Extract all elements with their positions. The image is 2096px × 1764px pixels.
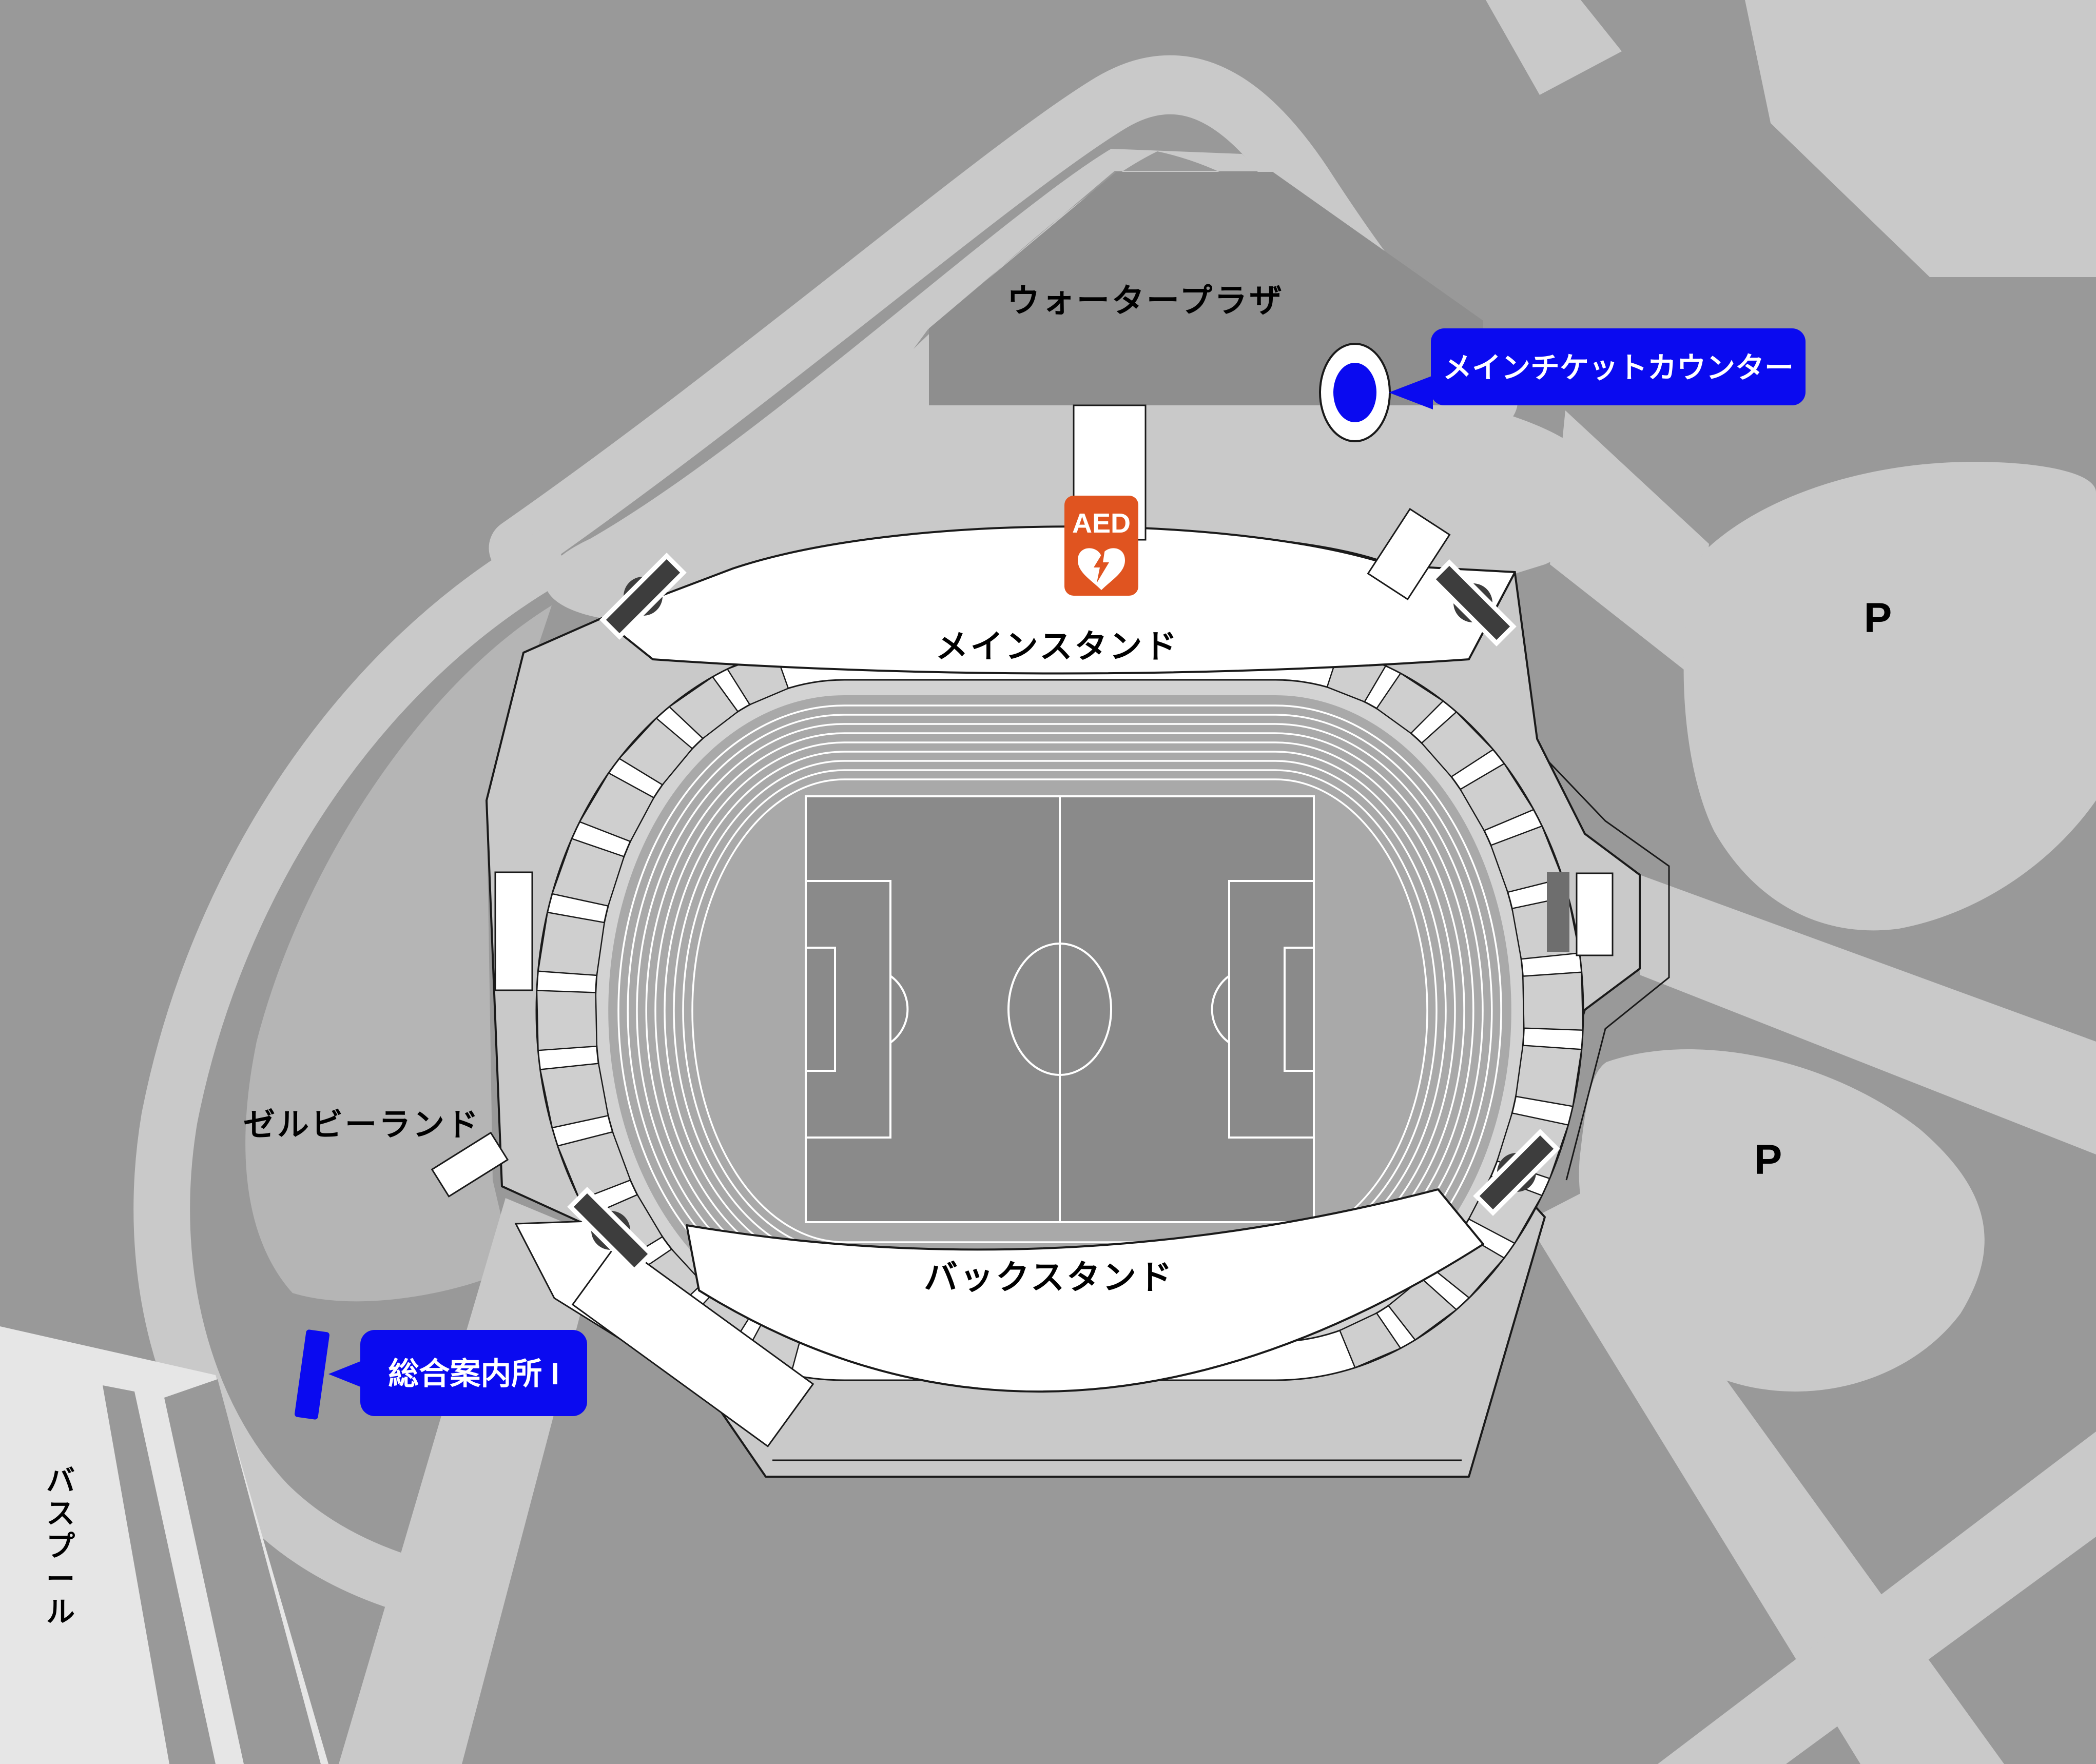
west-kiosk	[494, 871, 533, 991]
gate-bar	[1429, 559, 1517, 646]
seating-block	[1421, 711, 1495, 778]
zelvia-ring-road	[133, 526, 573, 1613]
back-stand-label: バックスタンド	[924, 1258, 1174, 1296]
east-gate-building	[1576, 872, 1614, 956]
main-stand-label: メインスタンド	[936, 628, 1179, 665]
buildings	[431, 404, 1614, 1447]
gate-bar	[1473, 1129, 1560, 1216]
seating-block	[1522, 971, 1584, 1031]
goal-area-left	[805, 947, 836, 1072]
seating-block	[1459, 762, 1535, 832]
ticket-counter-callout[interactable]: メインチケットカウンター	[1319, 328, 1806, 442]
north-east-corner-lot	[1745, 0, 2096, 277]
north-notch-lot	[1486, 0, 1622, 95]
seating-block	[556, 1131, 631, 1201]
gate-icon-southeast	[1473, 1129, 1560, 1216]
penalty-arc-left	[889, 975, 909, 1044]
ticket-plaza-kiosk	[1367, 507, 1451, 601]
ticket-counter-badge	[1431, 328, 1806, 405]
soccer-field	[805, 795, 1315, 1223]
aed-label: AED	[1072, 508, 1131, 539]
gate-icon-northwest	[599, 553, 687, 640]
seating-block	[551, 837, 625, 907]
bottomright-road	[1658, 1432, 2096, 1764]
seating-block	[618, 717, 693, 786]
northeast-road	[1550, 410, 1709, 677]
center-circle	[1007, 943, 1112, 1076]
goal-area-right	[1284, 947, 1315, 1072]
info-center-marker	[295, 1329, 329, 1420]
east-outer-road-line	[1548, 761, 1670, 1181]
parking-lot-north	[1683, 461, 2096, 931]
info-center-label: 総合案内所 I	[388, 1357, 559, 1391]
parking-label-north: P	[1864, 595, 1892, 641]
bus-lane-stripe-2	[164, 1379, 321, 1764]
seating-block	[537, 911, 606, 976]
bus-pool-label: バスプール	[46, 1464, 75, 1628]
aed-icon[interactable]: AED	[1064, 496, 1138, 596]
water-plaza-label: ウォータープラザ	[1007, 282, 1284, 319]
aed-heart-icon	[1078, 548, 1125, 590]
southwest-long-building	[571, 1241, 814, 1447]
info-center-badge	[360, 1330, 587, 1416]
seating-block	[1338, 1312, 1402, 1369]
gate-bar	[567, 1187, 654, 1274]
seating-block	[536, 990, 598, 1051]
gate-icon-northeast	[1429, 559, 1517, 646]
zelvia-land-area	[245, 605, 552, 1302]
penalty-arc-right	[1211, 975, 1230, 1044]
main-stand-shape	[600, 525, 1516, 675]
east-road	[1640, 875, 2096, 1154]
bus-lane-stripe-1	[103, 1385, 216, 1764]
parking-lot-south	[1579, 1049, 1985, 1392]
ticket-counter-pointer	[1389, 376, 1433, 409]
seating-block	[1490, 825, 1564, 893]
info-center-pointer	[328, 1360, 364, 1388]
ticket-counter-marker-dot	[1333, 363, 1376, 422]
seating-block	[668, 676, 739, 739]
seating-block	[1387, 1278, 1458, 1341]
northwest-of-sw-kiosk	[431, 1131, 509, 1198]
info-center-callout[interactable]: 総合案内所 I	[294, 1329, 587, 1420]
seating-block	[578, 772, 655, 842]
parking-label-south: P	[1754, 1136, 1782, 1183]
ticket-counter-label: メインチケットカウンター	[1443, 351, 1794, 384]
seating-block	[1375, 672, 1444, 734]
gate-icon-southwest	[567, 1187, 654, 1274]
seating-block	[1515, 1045, 1583, 1107]
seating-block	[539, 1063, 609, 1129]
zelvia-land-label: ゼルビーランド	[243, 1107, 480, 1143]
east-gate-dark-booth	[1547, 872, 1569, 952]
gate-bar	[599, 553, 687, 640]
gates	[567, 553, 1560, 1274]
back-stand-shape	[686, 1188, 1484, 1393]
